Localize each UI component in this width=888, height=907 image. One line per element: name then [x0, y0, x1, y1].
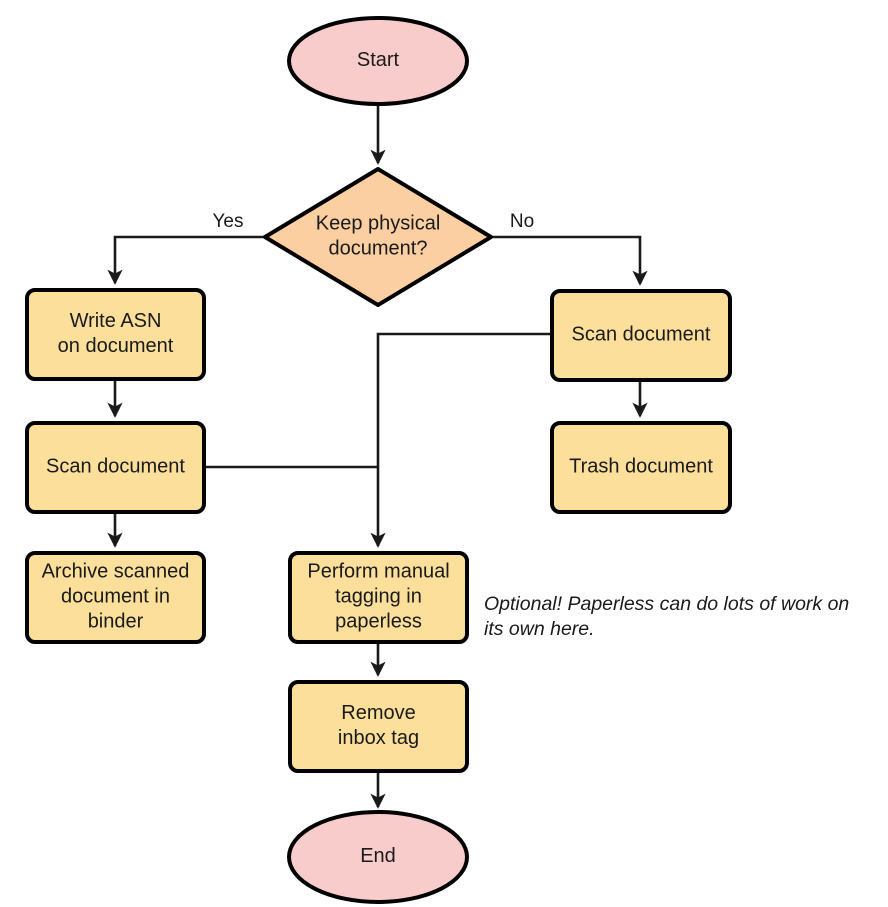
node-label-line: paperless [335, 611, 422, 633]
process-shape[interactable] [288, 551, 469, 644]
node-label-remove-inbox-tag: Remove inbox tag [338, 702, 419, 749]
node-label-line: binder [88, 611, 144, 633]
node-label-line: Scan document [572, 324, 711, 346]
node-label-archive-binder: Archive scanned document in binder [42, 561, 190, 633]
edges-layer: Yes No [107, 104, 648, 809]
edge-label-decision-yes: Yes [213, 211, 244, 232]
node-scan-right[interactable]: Scan document [550, 289, 732, 382]
node-manual-tagging[interactable]: Perform manual tagging in paperless [288, 551, 469, 644]
node-archive-binder[interactable]: Archive scanned document in binder [25, 551, 206, 644]
node-scan-left[interactable]: Scan document [25, 421, 206, 514]
process-shape[interactable] [288, 680, 469, 773]
node-label-line: End [360, 845, 396, 867]
node-label-line: Start [357, 49, 400, 71]
node-start[interactable]: Start [287, 16, 469, 106]
process-shape[interactable] [25, 288, 206, 381]
node-label-line: Trash document [569, 456, 713, 478]
node-label-start: Start [357, 49, 400, 71]
node-label-scan-left: Scan document [46, 456, 185, 478]
annotation-line: its own here. [484, 618, 595, 640]
edge-path [491, 235, 648, 286]
edge-scan-right-to-tagging [370, 332, 552, 548]
annotation-line: Optional! Paperless can do lots of work … [484, 593, 849, 615]
edge-path [107, 235, 265, 285]
annotations-layer: Optional! Paperless can do lots of work … [484, 593, 849, 640]
node-label-end: End [360, 845, 396, 867]
process-shape[interactable] [25, 421, 206, 514]
node-label-line: Scan document [46, 456, 185, 478]
annotation-optional-note: Optional! Paperless can do lots of work … [484, 593, 849, 640]
edge-label-decision-no: No [510, 211, 534, 232]
node-label-line: Remove [341, 702, 415, 724]
node-label-manual-tagging: Perform manual tagging in paperless [307, 561, 449, 633]
node-write-asn[interactable]: Write ASN on document [25, 288, 206, 381]
decision-shape[interactable] [263, 167, 493, 307]
terminator-shape[interactable] [287, 16, 469, 106]
node-label-line: Keep physical [316, 213, 441, 235]
node-label-line: Perform manual [307, 561, 449, 583]
node-label-scan-right: Scan document [572, 324, 711, 346]
node-label-line: tagging in [335, 586, 422, 608]
node-label-line: document in [61, 586, 170, 608]
node-label-line: document? [329, 238, 428, 260]
node-keep-physical[interactable]: Keep physical document? [263, 167, 493, 307]
terminator-shape[interactable] [287, 810, 469, 904]
node-label-line: on document [58, 335, 174, 357]
node-label-trash: Trash document [569, 456, 713, 478]
edge-path [370, 332, 552, 548]
node-label-write-asn: Write ASN on document [58, 310, 174, 357]
node-label-line: inbox tag [338, 727, 419, 749]
node-label-line: Archive scanned [42, 561, 190, 583]
node-remove-inbox-tag[interactable]: Remove inbox tag [288, 680, 469, 773]
edge-decision-no: No [491, 211, 648, 286]
process-shape[interactable] [550, 289, 732, 382]
node-label-line: Write ASN [70, 310, 162, 332]
process-shape[interactable] [550, 421, 732, 514]
node-label-keep-physical: Keep physical document? [316, 213, 441, 260]
node-end[interactable]: End [287, 810, 469, 904]
node-trash[interactable]: Trash document [550, 421, 732, 514]
process-shape[interactable] [25, 551, 206, 644]
edge-decision-yes: Yes [107, 211, 265, 285]
